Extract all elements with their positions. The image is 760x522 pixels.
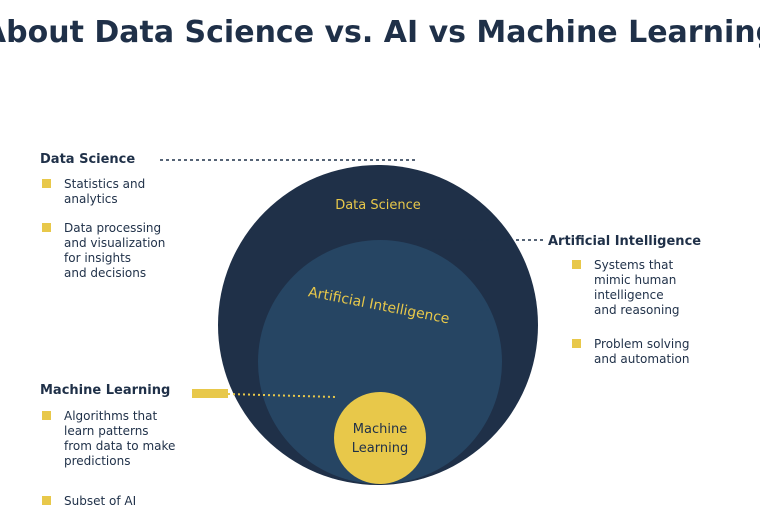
right-panel: Artificial Intelligence Systems that mim… [548, 234, 701, 366]
left-top-item2-line2: and visualization [64, 236, 165, 250]
bullet-icon [572, 339, 581, 348]
connector-ml [227, 393, 337, 398]
left-bottom-heading: Machine Learning [40, 383, 170, 398]
right-item1-line2: mimic human [594, 273, 676, 287]
left-bottom-item1-line3: from data to make [64, 439, 175, 453]
ml-label-line2: Learning [352, 441, 408, 456]
left-top-item2-line4: and decisions [64, 266, 146, 280]
ai-circle [258, 240, 502, 484]
left-top-heading: Data Science [40, 152, 135, 167]
right-item1-line3: intelligence [594, 288, 664, 302]
connector-ml-tab [192, 389, 228, 398]
page-title: About Data Science vs. AI vs Machine Lea… [0, 15, 760, 50]
left-top-item1-line1: Statistics and [64, 177, 145, 191]
left-top-item2-line3: for insights [64, 251, 131, 265]
left-panel-bottom: Machine Learning Algorithms that learn p… [40, 383, 175, 508]
right-item1-line1: Systems that [594, 258, 673, 272]
left-bottom-item1-line4: predictions [64, 454, 130, 468]
bullet-icon [572, 260, 581, 269]
bullet-icon [42, 179, 51, 188]
left-panel-top: Data Science Statistics and analytics Da… [40, 152, 165, 280]
left-top-item2-line1: Data processing [64, 221, 161, 235]
left-bottom-item2-line1: Subset of AI [64, 494, 136, 508]
left-bottom-item1-line1: Algorithms that [64, 409, 158, 423]
right-heading: Artificial Intelligence [548, 234, 701, 249]
right-item2-line2: and automation [594, 352, 689, 366]
left-top-item1-line2: analytics [64, 192, 118, 206]
right-item2-line1: Problem solving [594, 337, 689, 351]
bullet-icon [42, 223, 51, 232]
bullet-icon [42, 496, 51, 505]
ml-label-line1: Machine [353, 422, 407, 437]
bullet-icon [42, 411, 51, 420]
right-item1-line4: and reasoning [594, 303, 680, 317]
data-science-label: Data Science [335, 198, 421, 213]
left-bottom-item1-line2: learn patterns [64, 424, 149, 438]
ml-circle [334, 392, 426, 484]
